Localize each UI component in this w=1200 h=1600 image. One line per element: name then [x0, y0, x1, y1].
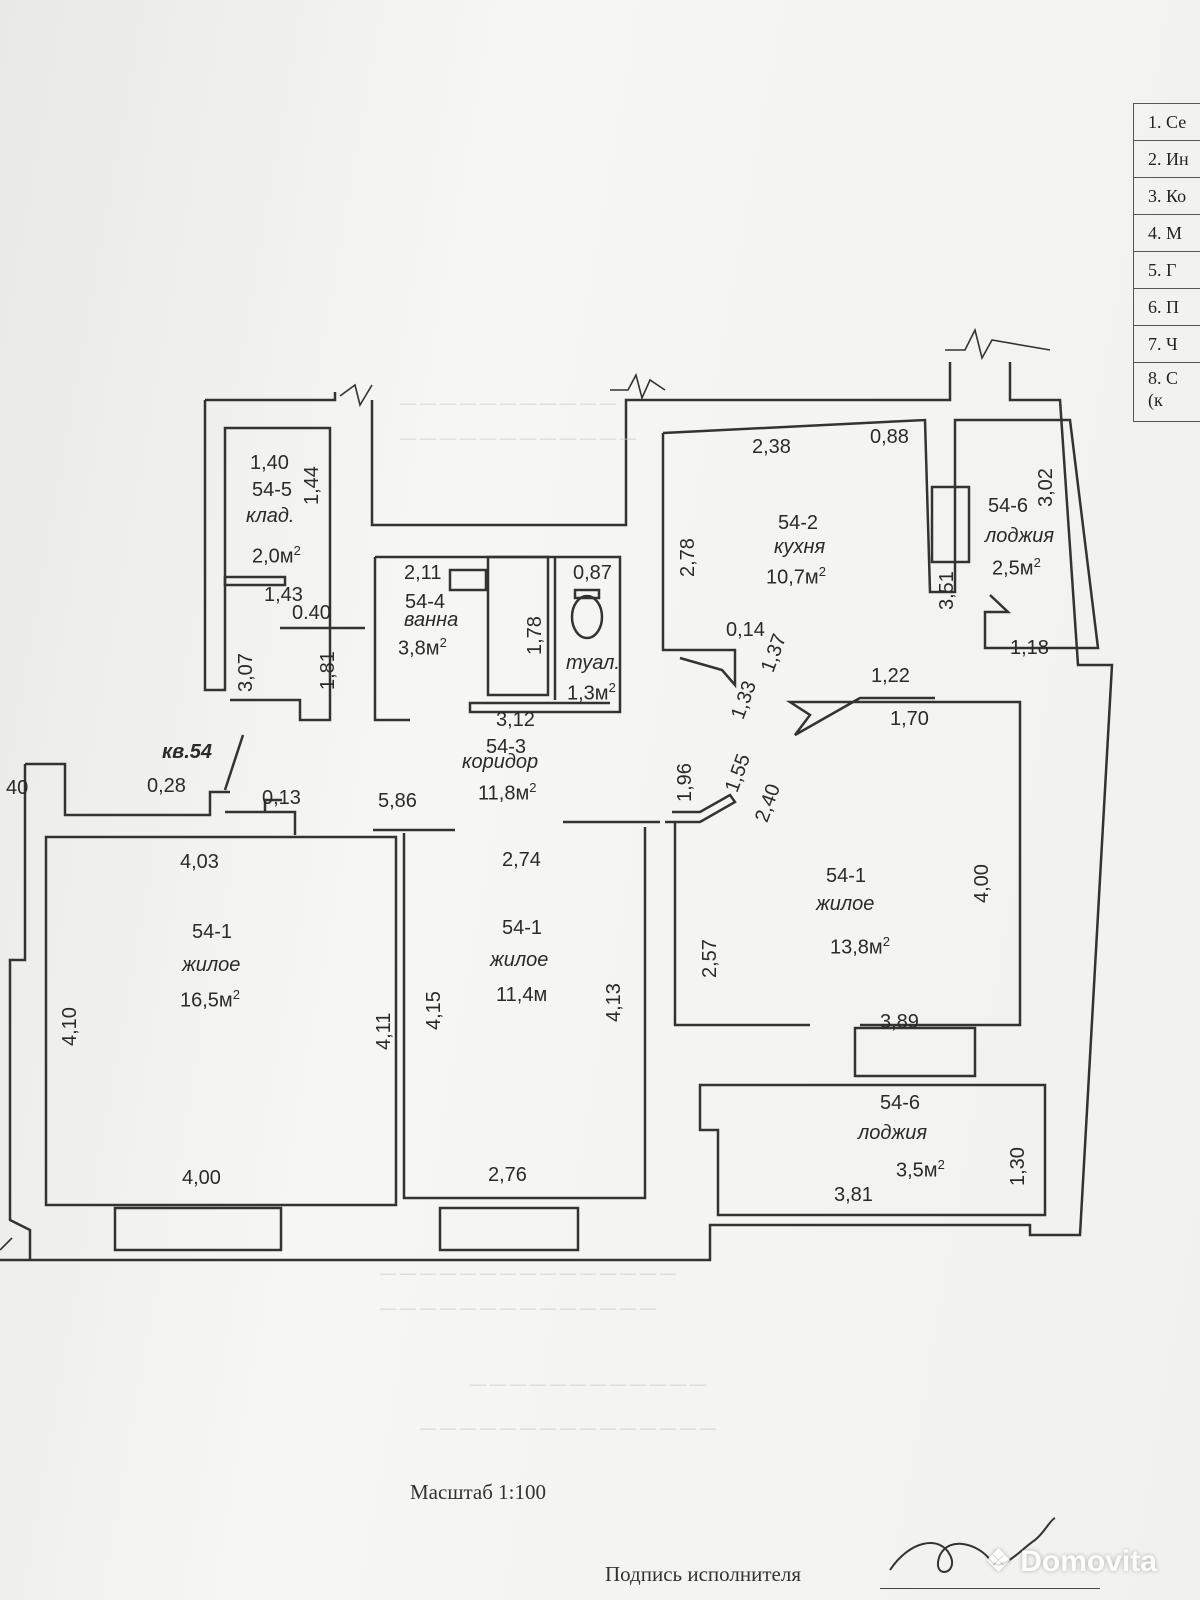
dim-label: 2,76 [488, 1164, 527, 1186]
dim-label: 3,89 [880, 1011, 919, 1033]
room-54-2-id: 54-2 [778, 512, 819, 534]
dim-label: 4,11 [373, 1012, 395, 1050]
room-54-6-top-id: 54-6 [988, 495, 1029, 517]
room-54-1-left-id: 54-1 [192, 921, 233, 943]
room-54-1-mid-name: жилое [490, 949, 549, 971]
room-54-5-id: 54-5 [252, 479, 293, 501]
dim-label: 2,74 [502, 849, 541, 871]
room-54-1-right-area: 13,8м2 [830, 934, 890, 959]
dim-label: 3,81 [834, 1184, 873, 1206]
room-54-1-right-name: жилое [816, 893, 875, 915]
room-toilet-area: 1,3м2 [567, 680, 616, 705]
dim-label: 2,38 [752, 436, 791, 458]
dim-label: 2,78 [677, 538, 699, 577]
dim-label: 1,78 [524, 616, 546, 655]
legend-table: 1. Се 2. Ин 3. Ко 4. М 5. Г 6. П 7. Ч 8.… [1133, 103, 1200, 422]
legend-row: 3. Ко [1134, 178, 1200, 215]
legend-row: 7. Ч [1134, 326, 1200, 363]
dim-label: 3,51 [936, 571, 958, 610]
room-54-1-mid-id: 54-1 [502, 917, 543, 939]
legend-row: 6. П [1134, 289, 1200, 326]
legend-row: 4. М [1134, 215, 1200, 252]
dim-label: 1,81 [317, 651, 339, 690]
legend-row: 1. Се [1134, 104, 1200, 141]
room-54-2-area: 10,7м2 [766, 564, 826, 589]
room-54-3-id: 54-3 [486, 736, 527, 758]
dim-label: 1,43 [264, 584, 303, 606]
dim-label: 4,03 [180, 851, 219, 873]
legend-row: 2. Ин [1134, 141, 1200, 178]
dim-label: 3,07 [235, 653, 257, 692]
room-54-5-area: 2,0м2 [252, 543, 301, 568]
dim-label: 4,00 [971, 864, 993, 903]
watermark-icon: ❖ [985, 1545, 1021, 1578]
dim-label: 2,57 [699, 939, 721, 978]
dim-label: 0,87 [573, 562, 612, 584]
room-54-6-bottom-name: лоджия [858, 1122, 928, 1144]
dim-label: 0.40 [292, 602, 331, 624]
dim-label: 1,70 [890, 708, 929, 730]
dim-label: 4,13 [603, 983, 625, 1022]
dim-label: 1,22 [871, 665, 910, 687]
room-54-6-top-name: лоджия [985, 525, 1055, 547]
room-54-6-bottom-id: 54-6 [880, 1092, 921, 1114]
signature-label: Подпись исполнителя [605, 1562, 801, 1586]
dim-label: 4,00 [182, 1167, 221, 1189]
room-54-4-area: 3,8м2 [398, 635, 447, 660]
dim-label: 1,40 [250, 452, 289, 474]
room-54-1-right-id: 54-1 [826, 865, 867, 887]
watermark: ❖ Domovita [985, 1545, 1157, 1578]
dim-label: 3,12 [496, 709, 535, 731]
signature-line [880, 1588, 1100, 1589]
dim-label: 1,96 [674, 763, 696, 802]
room-54-1-left-area: 16,5м2 [180, 987, 240, 1012]
dim-label: 0,13 [262, 787, 301, 809]
legend-row: 5. Г [1134, 252, 1200, 289]
signature-scribble [889, 1517, 1056, 1573]
dim-label: 0,14 [726, 619, 765, 641]
dim-label: 0,28 [147, 775, 186, 797]
room-54-3-area: 11,8м2 [478, 780, 537, 805]
dim-label: 1,18 [1010, 637, 1049, 659]
dim-label: 2,11 [404, 562, 442, 584]
scale-label: Масштаб 1:100 [410, 1480, 547, 1504]
room-54-2-name: кухня [774, 536, 826, 558]
room-54-1-left-name: жилое [182, 954, 241, 976]
dim-label: 3,02 [1035, 468, 1057, 507]
dim-label: 4,15 [423, 991, 445, 1030]
apartment-number: кв.54 [162, 741, 213, 763]
room-toilet-name: туал. [566, 652, 620, 674]
legend-row: 8. С(к [1134, 363, 1200, 422]
room-54-6-bottom-area: 3,5м2 [896, 1157, 945, 1182]
dim-label: 1,44 [301, 466, 323, 505]
dim-label: 5,86 [378, 790, 417, 812]
room-54-3-name: коридор [462, 751, 539, 773]
room-54-6-top-area: 2,5м2 [992, 555, 1041, 580]
dim-label: 1,30 [1007, 1147, 1029, 1186]
room-54-5-name: клад. [246, 505, 295, 527]
room-54-4-name: ванна [404, 609, 459, 631]
room-54-1-mid-area: 11,4м [496, 984, 548, 1006]
dim-label: 0,88 [870, 426, 909, 448]
dim-label: 4,10 [59, 1007, 81, 1046]
room-54-4-id: 54-4 [405, 591, 446, 613]
edge-mark: 40 [6, 777, 29, 799]
